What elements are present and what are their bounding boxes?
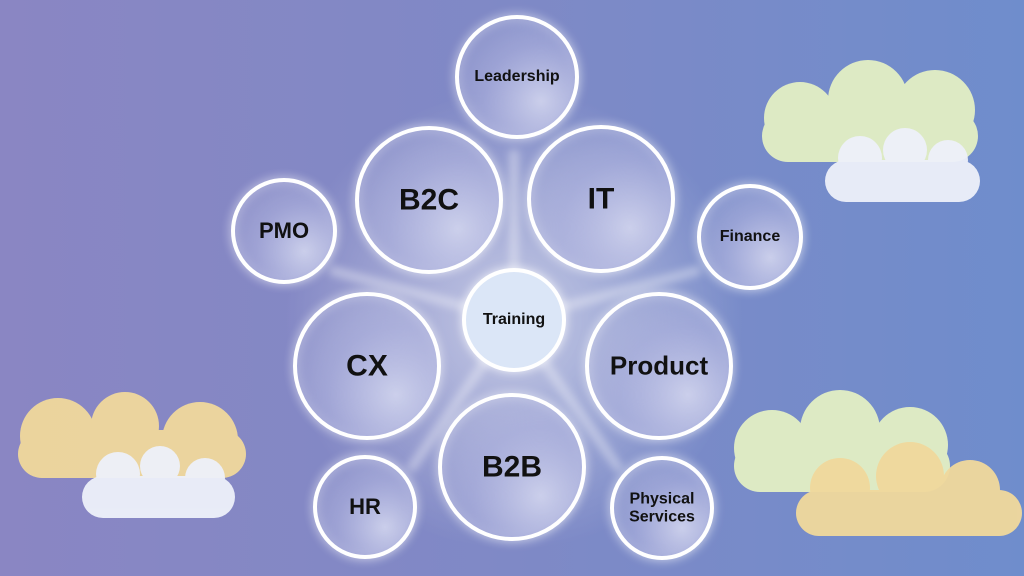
node-label-b2c: B2C: [398, 183, 460, 217]
node-circle-pmo[interactable]: [231, 178, 337, 284]
node-label-b2b: B2B: [481, 450, 543, 484]
node-label-hr: HR: [349, 493, 381, 519]
node-label-leadership: Leadership: [474, 68, 560, 86]
node-circle-b2c[interactable]: [355, 126, 503, 274]
cloud-bottom-right: [734, 390, 1022, 536]
node-circle-physical[interactable]: [610, 456, 714, 560]
cloud-bottom-left: [18, 392, 246, 518]
cloud-top-right: [762, 60, 980, 202]
node-label-product: Product: [609, 350, 709, 381]
node-circle-finance[interactable]: [697, 184, 803, 290]
node-label-finance: Finance: [719, 228, 781, 246]
node-circle-leadership[interactable]: [455, 15, 579, 139]
node-circle-cx[interactable]: [293, 292, 441, 440]
node-circle-hr[interactable]: [313, 455, 417, 559]
node-label-pmo: PMO: [258, 217, 310, 243]
node-circle-product[interactable]: [585, 292, 733, 440]
node-circle-it[interactable]: [527, 125, 675, 273]
node-label-it: IT: [587, 182, 615, 216]
node-circle-b2b[interactable]: [438, 393, 586, 541]
center-circle-training[interactable]: [462, 268, 566, 372]
node-label-cx: CX: [346, 349, 388, 383]
node-label-physical: Physical Services: [629, 490, 695, 525]
center-label-training: Training: [482, 311, 546, 329]
